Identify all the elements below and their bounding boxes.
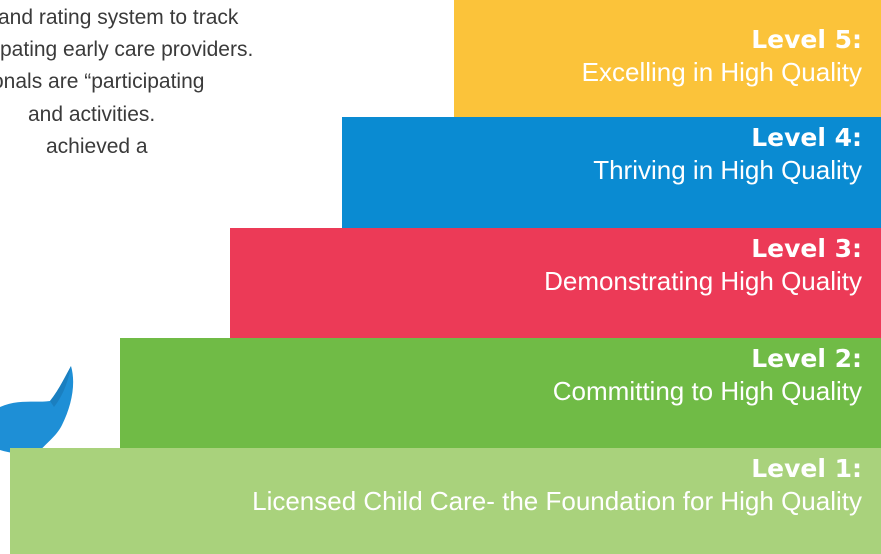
level-5-description: Excelling in High Quality <box>581 57 862 87</box>
level-5-label: Level 5: <box>751 25 862 54</box>
intro-line: and activities. <box>28 103 156 126</box>
level-1-step: Level 1: Licensed Child Care- the Founda… <box>10 448 881 554</box>
intro-line: pating early care providers. <box>0 38 254 61</box>
level-2-label: Level 2: <box>751 344 862 373</box>
level-4-description: Thriving in High Quality <box>593 155 862 185</box>
level-2-step: Level 2: Committing to High Quality <box>120 338 881 448</box>
intro-line: onals are “participating <box>0 70 205 93</box>
level-1-label: Level 1: <box>751 454 862 483</box>
level-4-label: Level 4: <box>751 123 862 152</box>
bird-mascot-icon <box>0 366 74 463</box>
level-3-description: Demonstrating High Quality <box>544 266 862 296</box>
level-2-description: Committing to High Quality <box>552 376 862 406</box>
level-1-description: Licensed Child Care- the Foundation for … <box>252 486 862 516</box>
level-3-step: Level 3: Demonstrating High Quality <box>230 228 881 338</box>
intro-text: and rating system to track pating early … <box>0 0 460 230</box>
level-3-label: Level 3: <box>751 234 862 263</box>
level-4-step: Level 4: Thriving in High Quality <box>342 117 881 228</box>
level-5-step: Level 5: Excelling in High Quality <box>454 0 881 117</box>
intro-line: achieved a <box>46 135 148 158</box>
intro-line: and rating system to track <box>0 6 239 29</box>
